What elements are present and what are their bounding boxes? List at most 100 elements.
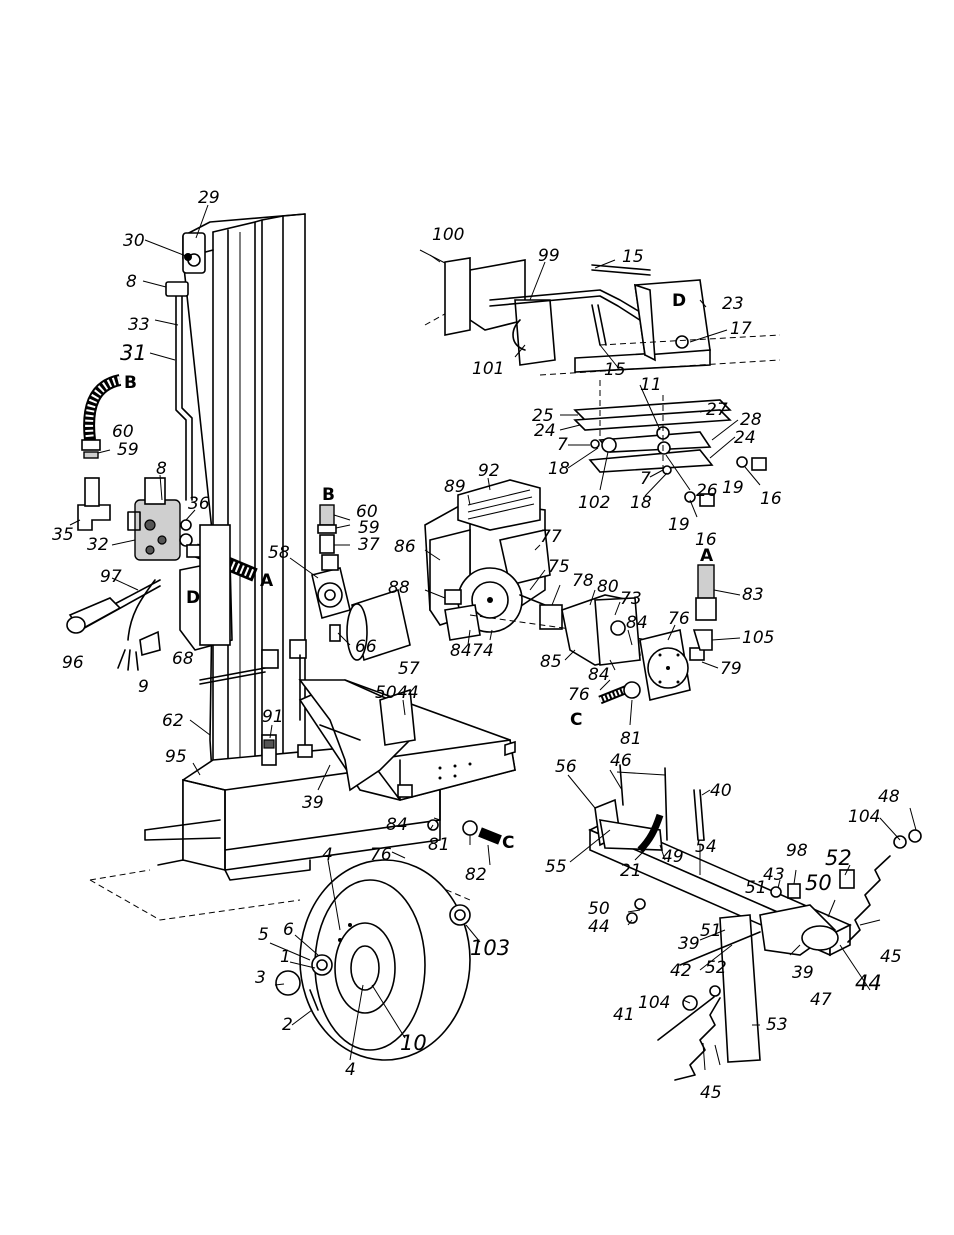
frame-rail [298,679,516,801]
callout-24: 24 [534,421,556,441]
callout-60: 60 [112,422,134,442]
callout-35: 35 [52,525,74,545]
callout-45: 45 [880,947,902,967]
elbow-35 [77,477,111,531]
bolt-30 [144,239,192,261]
callout-56: 56 [555,757,577,777]
callout-32: 32 [87,535,109,555]
callout-55: 55 [545,857,567,877]
callout-19: 19 [722,478,744,498]
callout-19b: 19 [668,515,690,535]
fitting-66 [329,624,341,642]
callout-17: 17 [730,319,752,339]
callout-1: 1 [280,947,291,967]
callout-42: 42 [670,961,692,981]
callout-80: 80 [597,577,619,597]
callout-2: 2 [282,1015,293,1035]
coupling [469,594,651,666]
callout-39: 39 [302,793,324,813]
callout-99: 99 [538,246,560,266]
fittings-b [317,504,337,554]
callout-52b: 52 [705,958,727,978]
callout-81: 81 [620,729,642,749]
filter-head-58 [311,554,351,620]
callout-3: 3 [255,968,266,988]
callout-40: 40 [710,781,732,801]
callout-16b: 16 [695,530,717,550]
callout-53: 53 [766,1015,788,1035]
mount-plates [261,639,307,721]
handle [66,579,161,634]
callout-15b: 15 [604,360,626,380]
callout-31: 31 [120,341,147,365]
callout-39b: 39 [678,934,700,954]
callout-7b: 7 [640,469,651,489]
fitting-83 [692,564,717,651]
callout-8b: 8 [156,459,167,479]
letter-b-hose: B [124,373,137,393]
callout-96: 96 [62,653,84,673]
top-assembly [419,249,781,376]
hose-c [598,681,641,705]
callout-104b: 104 [638,993,670,1013]
engine [424,479,551,641]
callout-81b: 81 [428,835,450,855]
callout-29: 29 [198,188,220,208]
callout-25: 25 [532,406,554,426]
letter-b-fitting: B [322,485,335,505]
callout-98: 98 [786,841,808,861]
wheel [275,859,471,1061]
callout-4b: 4 [345,1060,356,1080]
callout-47: 47 [810,990,832,1010]
callout-5: 5 [258,925,269,945]
callouts: 29 30 8 33 31 B 60 59 8 36 35 32 97 A D … [52,188,902,1103]
callout-59b: 59 [358,518,380,538]
callout-57: 57 [398,659,420,679]
callout-84b: 84 [626,613,648,633]
callout-26: 26 [696,481,718,501]
callout-84c: 84 [588,665,610,685]
callout-44c: 44 [855,971,882,995]
control-valve [127,477,193,561]
hose-b [81,374,122,459]
callout-46: 46 [610,751,632,771]
tongue [588,764,922,1063]
callout-86: 86 [394,537,416,557]
callout-73: 73 [620,589,642,609]
beam-bracket-d [179,524,233,651]
callout-44: 44 [397,683,419,703]
callout-37: 37 [358,535,380,555]
callout-66: 66 [355,637,377,657]
callout-92: 92 [478,461,500,481]
callout-103: 103 [470,936,510,960]
callout-85: 85 [540,652,562,672]
callout-41: 41 [613,1005,635,1025]
callout-59: 59 [117,440,139,460]
letter-c-pump: C [570,710,582,730]
callout-33: 33 [128,315,150,335]
callout-78: 78 [572,571,594,591]
callout-10: 10 [400,1031,427,1055]
callout-7: 7 [557,435,568,455]
callout-95: 95 [165,747,187,767]
callout-83: 83 [742,585,764,605]
callout-97: 97 [100,567,122,587]
letter-a-hose: A [260,571,274,591]
callout-23: 23 [722,294,744,314]
part-9 [117,579,161,671]
callout-48: 48 [878,787,900,807]
callout-49: 49 [662,847,684,867]
callout-105: 105 [742,628,774,648]
callout-44b: 44 [588,917,610,937]
callout-18: 18 [548,459,570,479]
callout-51: 51 [745,878,767,898]
callout-104: 104 [848,807,880,827]
callout-84: 84 [450,641,472,661]
callout-91: 91 [262,707,284,727]
callout-76c: 76 [370,845,392,865]
callout-60b: 60 [356,502,378,522]
callout-51b: 51 [700,921,722,941]
callout-62: 62 [162,711,184,731]
rod-68 [199,667,266,685]
